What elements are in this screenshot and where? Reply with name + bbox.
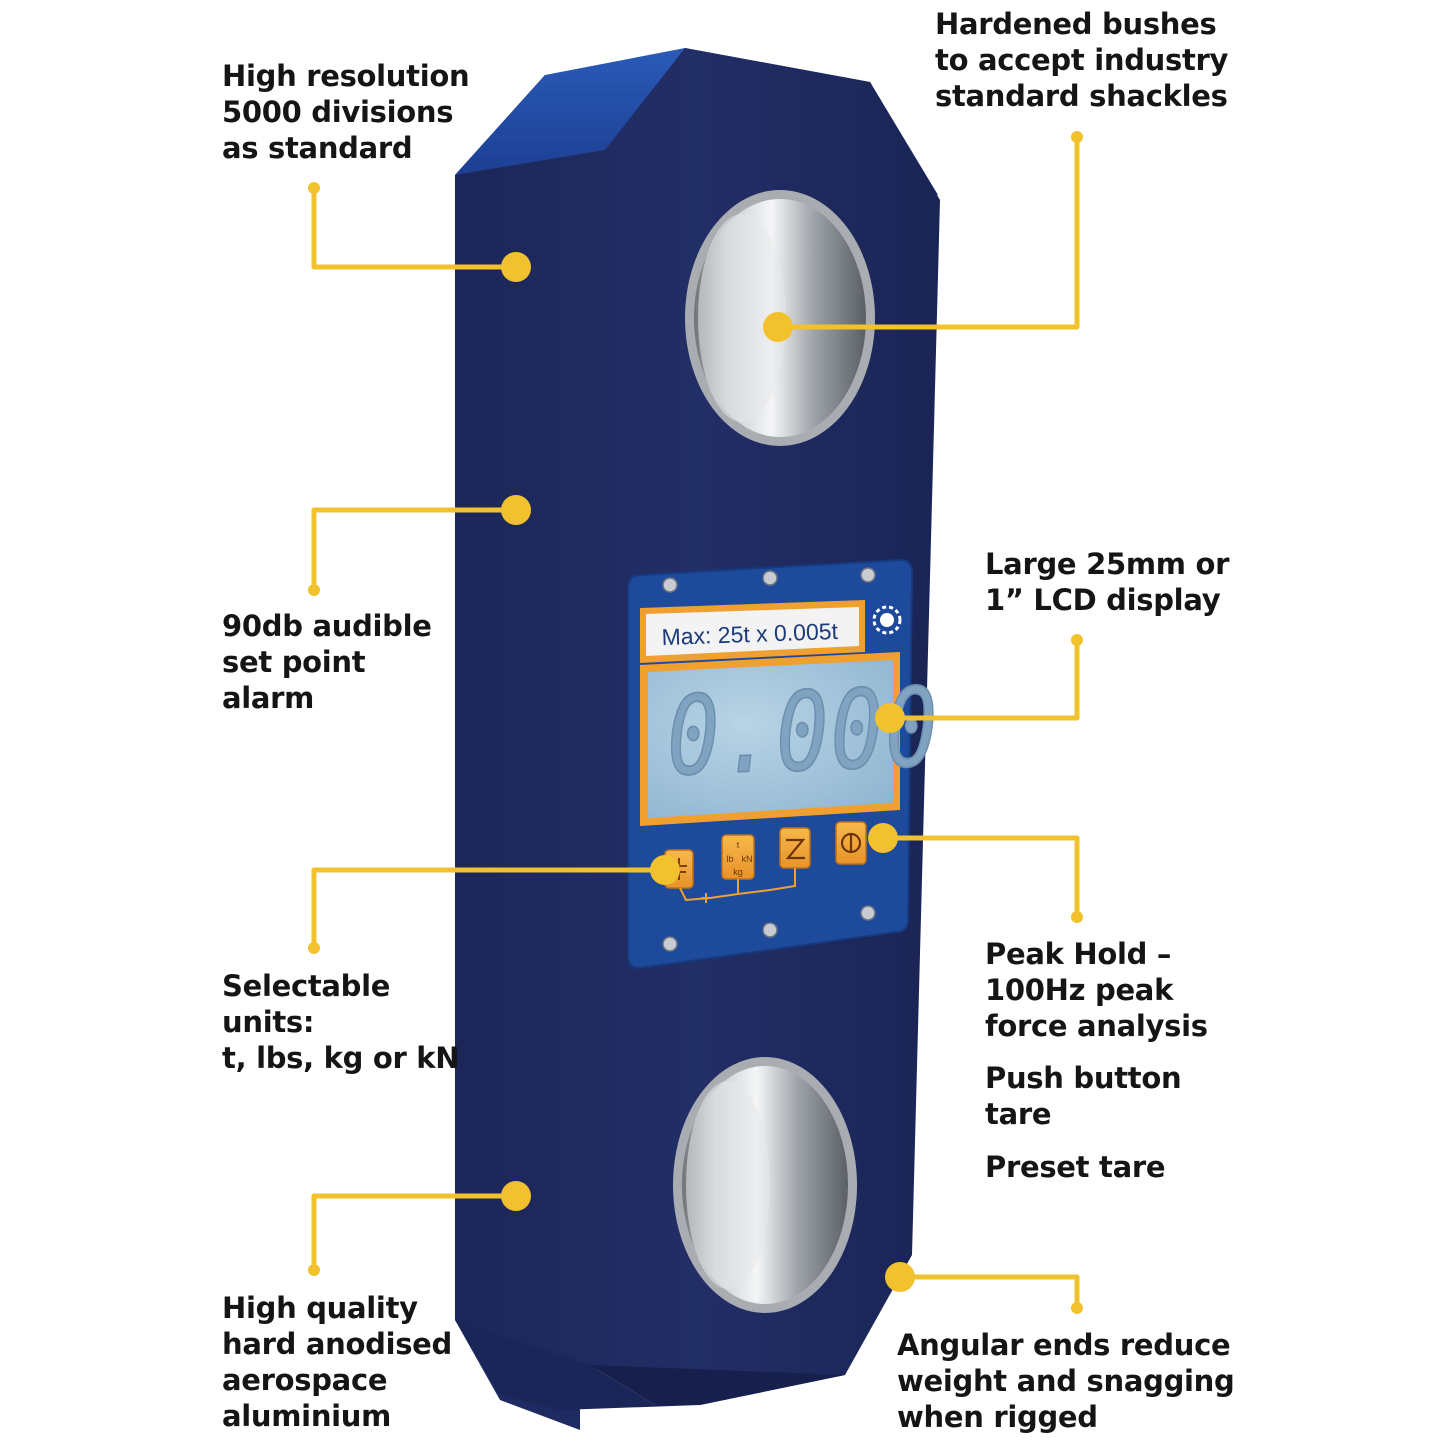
svg-text:kN: kN [742, 854, 753, 864]
capacity-label: Max: 25t x 0.005t [661, 618, 839, 650]
callout-audible-alarm: 90db audible set point alarm [222, 609, 432, 715]
callout-connectors [311, 137, 1080, 1308]
callout-dots [308, 131, 1083, 1314]
callout-peak-hold: Peak Hold – 100Hz peak force analysis [985, 937, 1208, 1043]
capacity-label-plate: Max: 25t x 0.005t [640, 600, 865, 663]
zero-button[interactable] [779, 827, 811, 869]
body-bottom-bevel [455, 1320, 700, 1410]
lower-bush [673, 1057, 857, 1313]
manufacturer-logo-icon [872, 605, 902, 635]
power-icon [840, 832, 862, 854]
callout-selectable-units: Selectable units: t, lbs, kg or kN [222, 969, 460, 1075]
callout-preset-tare: Preset tare [985, 1150, 1166, 1184]
lcd-screen: 0.000 [640, 652, 943, 826]
callout-lcd-display: Large 25mm or 1” LCD display [985, 547, 1230, 617]
display-panel: Max: 25t x 0.005t 0.000 t lb kN kg [627, 558, 943, 970]
callout-high-resolution: High resolution 5000 divisions as standa… [222, 59, 470, 165]
power-button[interactable] [835, 821, 867, 865]
callout-angular-ends: Angular ends reduce weight and snagging … [897, 1328, 1235, 1434]
svg-text:t: t [737, 840, 740, 850]
callout-hardened-bushes: Hardened bushes to accept industry stand… [935, 7, 1229, 113]
callout-aluminium: High quality hard anodised aerospace alu… [222, 1291, 452, 1433]
units-button[interactable]: t lb kN kg [721, 834, 755, 880]
svg-text:lb: lb [726, 854, 733, 864]
svg-text:kg: kg [733, 867, 743, 877]
units-icon: t lb kN kg [726, 840, 752, 877]
callout-push-button-tare: Push button tare [985, 1061, 1182, 1131]
button-combination-line [679, 868, 796, 903]
body-bottom-edge [590, 1365, 845, 1405]
panel-screws [662, 567, 876, 952]
zero-icon [785, 838, 806, 860]
lcd-reading: 0.000 [665, 666, 942, 801]
